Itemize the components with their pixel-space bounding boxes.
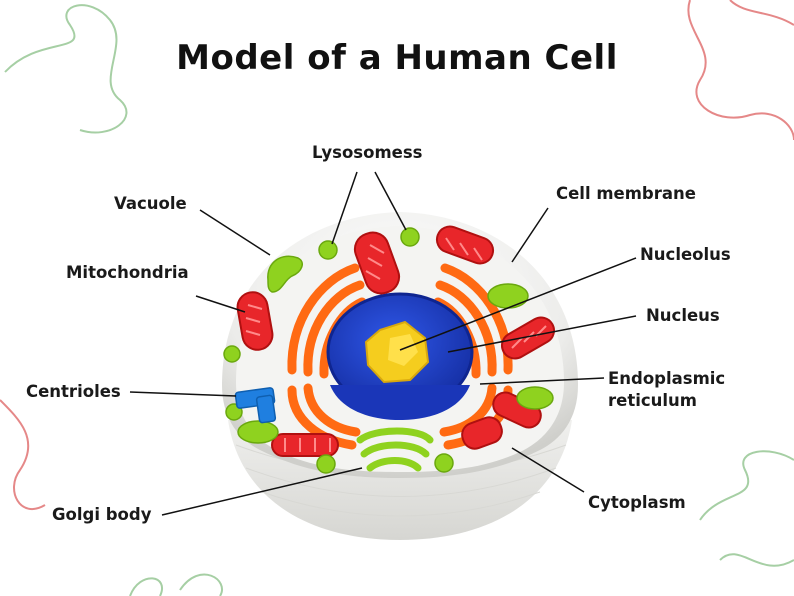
callout-er [479,377,605,385]
callout-cell-membrane [511,207,549,263]
label-er-line2: reticulum [608,391,697,410]
callout-nucleus [447,315,637,353]
label-mitochondria: Mitochondria [66,263,189,282]
mitochondria-cristae [245,237,547,452]
label-er-line1: Endoplasmic [608,369,726,388]
label-endoplasmic-reticulum: Endoplasmic reticulum [608,368,725,412]
decor-squiggle-top-right-2 [729,0,794,26]
decor-squiggle-left [0,399,46,511]
nucleus-base [330,385,470,420]
callout-lysosome-right [374,171,407,231]
lysosome [223,345,241,363]
callout-lysosome-left [331,171,358,245]
lysosome [434,453,454,473]
callout-centrioles [129,391,237,397]
label-golgi-body: Golgi body [52,505,152,524]
lysosome [316,454,336,474]
callout-golgi [161,467,363,516]
centrioles [234,387,277,424]
nucleolus-facet [388,334,418,366]
callout-lines [129,171,637,516]
callout-cytoplasm [511,447,585,493]
callout-vacuole [199,209,271,256]
vesicle [237,420,279,444]
decor-squiggle-top-left [4,4,128,134]
mitochondrion [461,416,503,450]
label-centrioles: Centrioles [26,382,121,401]
label-vacuole: Vacuole [114,194,187,213]
vesicle [487,283,529,309]
decor-squiggle-top-right [687,0,794,141]
decor-squiggle-bottom-right [699,450,794,567]
decor-squiggle-bottom [129,573,223,596]
vesicles [223,227,554,474]
golgi-body [356,427,434,472]
label-lysosomes: Lysosomess [312,143,423,162]
callout-mitochondria [195,295,246,313]
vacuole [267,255,303,293]
vesicle [516,386,554,410]
label-cell-membrane: Cell membrane [556,184,696,203]
lysosome [400,227,420,247]
label-nucleolus: Nucleolus [640,245,731,264]
label-cytoplasm: Cytoplasm [588,493,686,512]
page-title: Model of a Human Cell [176,38,618,78]
label-nucleus: Nucleus [646,306,720,325]
callout-nucleolus [399,257,637,351]
lysosome [318,240,338,260]
mitochondrion [271,433,339,457]
